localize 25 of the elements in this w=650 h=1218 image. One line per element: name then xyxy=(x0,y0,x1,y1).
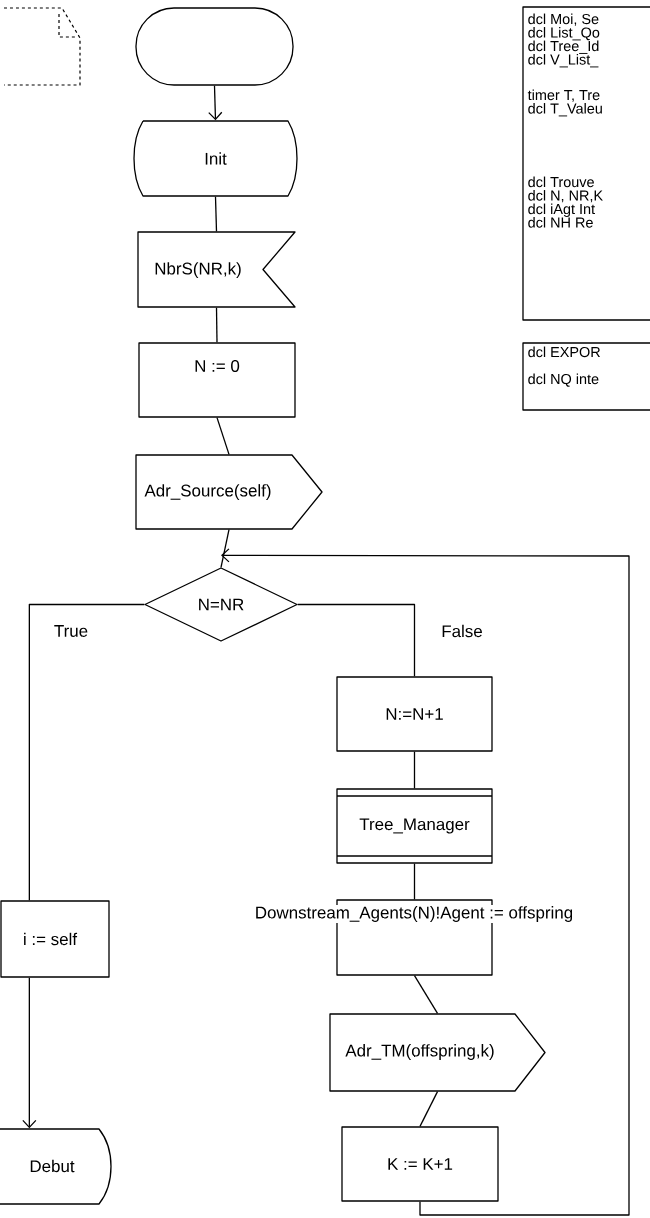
connector-line xyxy=(413,751,416,789)
edge-label: False xyxy=(440,623,484,639)
task-box: N:=N+1 xyxy=(336,676,493,752)
connector-line xyxy=(413,975,439,1014)
connector-line xyxy=(215,307,218,343)
connector-line xyxy=(297,603,416,677)
arrow xyxy=(208,85,223,121)
connector-line xyxy=(220,529,230,568)
procedure-call-box: Tree_Manager xyxy=(336,788,493,864)
start-symbol xyxy=(135,7,294,86)
edge-label: True xyxy=(52,624,90,638)
declaration-box: dcl EXPOR dcl NQ inte xyxy=(522,342,650,411)
task-box: i := self xyxy=(0,900,110,978)
state-symbol: Init xyxy=(133,120,298,197)
connector-line xyxy=(214,196,218,232)
task-box: Downstream_Agents(N)!Agent := offspring xyxy=(253,899,575,976)
connector-line xyxy=(419,1091,439,1127)
arrow xyxy=(221,548,630,1216)
connector-line xyxy=(413,863,416,900)
task-box: N := 0 xyxy=(138,342,296,418)
connector-line xyxy=(28,603,145,901)
task-box: K := K+1 xyxy=(341,1126,499,1202)
arrow xyxy=(22,977,37,1129)
declaration-box: dcl Moi, Se dcl List_Qo dcl Tree_Id dcl V_List_ timer T, Tre dcl T_Valeu dcl Trouve dcl N, NR,K dcl iAgt Int dcl NH Re xyxy=(522,6,650,321)
connector-line xyxy=(216,417,230,455)
